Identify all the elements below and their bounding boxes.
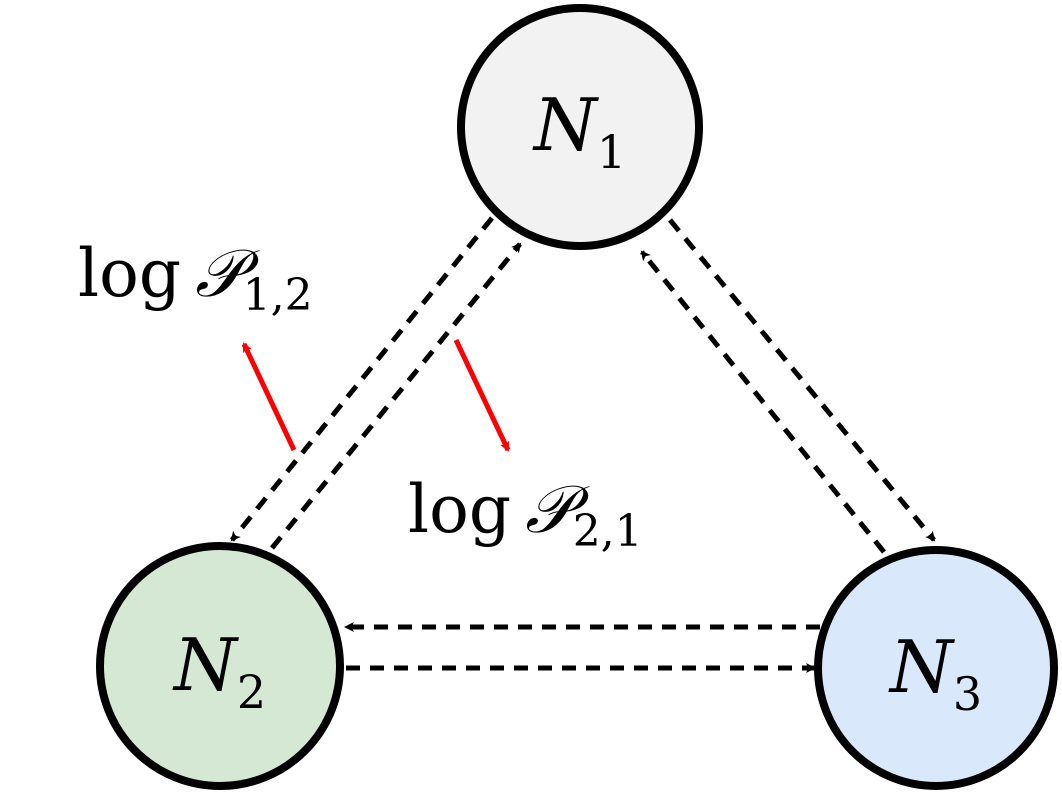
edge-n3-to-n1 [640,250,886,554]
edges [230,216,936,673]
node-n2: N2 [96,542,344,790]
node-n3: N3 [814,546,1058,790]
highlight-arrows [241,338,511,452]
node-n1: N1 [457,4,703,250]
red-arrow-p21 [453,338,511,452]
node-n1-circle [457,4,703,250]
edge-n2-to-n1 [270,242,522,550]
node-n2-circle [96,542,344,790]
node-n2-label: N2 [172,623,266,719]
edge-n1-to-n2 [230,216,494,542]
red-arrow-p12 [241,342,297,452]
node-n3-circle [814,546,1058,790]
node-n1-label: N1 [532,83,626,179]
edge-n1-to-n3 [668,218,936,542]
node-n3-label: N3 [888,625,982,721]
